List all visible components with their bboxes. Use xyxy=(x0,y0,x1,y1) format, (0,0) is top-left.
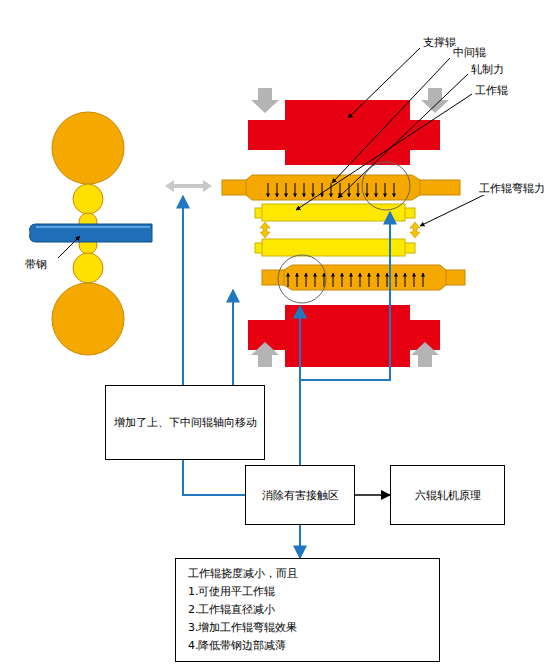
up-arrow xyxy=(251,342,279,367)
pointer-line xyxy=(299,306,301,465)
roll-body xyxy=(285,100,410,165)
down-arrow xyxy=(251,88,279,113)
force-arrow xyxy=(295,183,296,197)
part-label: 工作辊 xyxy=(474,84,509,97)
force-arrow xyxy=(304,183,305,197)
leader-line xyxy=(58,236,80,258)
leader-line xyxy=(338,74,468,198)
up-arrow xyxy=(411,342,439,367)
force-arrow xyxy=(369,273,370,287)
double-arrow xyxy=(410,222,420,238)
bending-force-arrows xyxy=(260,222,420,238)
contact-zone-circle xyxy=(362,162,410,210)
backup-roll-circle xyxy=(52,112,124,184)
connector xyxy=(355,494,390,496)
process-box: 消除有害接触区 xyxy=(245,465,355,525)
force-arrow xyxy=(385,183,386,197)
leader-lines xyxy=(296,48,488,226)
process-box: 六辊轧机原理 xyxy=(390,465,505,525)
strip-highlight xyxy=(36,226,150,228)
force-arrow xyxy=(340,183,341,197)
down-arrow xyxy=(421,88,449,113)
force-arrow xyxy=(376,183,377,197)
backup-roll-circle xyxy=(52,283,124,355)
result-box: 工作辊挠度减小，而且1.可使用平工作辊2.工作辊直径减小3.增加工作辊弯辊效果4… xyxy=(175,558,440,662)
node-text: 工作辊挠度减小，而且 xyxy=(188,565,298,583)
force-arrow xyxy=(313,183,314,197)
force-arrow xyxy=(405,273,406,287)
force-arrow xyxy=(360,273,361,287)
node-text: 消除有害接触区 xyxy=(262,488,339,503)
force-arrow xyxy=(367,183,368,197)
leader-line xyxy=(420,193,488,226)
force-arrow xyxy=(286,183,287,197)
force-arrow xyxy=(358,183,359,197)
roll-body xyxy=(284,265,446,290)
node-text: 六辊轧机原理 xyxy=(415,488,481,503)
connector xyxy=(299,525,301,558)
top-backup-roll xyxy=(248,100,440,165)
force-arrow xyxy=(342,273,343,287)
part-label: 工作辊弯辊力 xyxy=(478,182,546,195)
intermediate-roll-circle xyxy=(73,253,103,283)
node-text: 4.降低带钢边部减薄 xyxy=(188,637,287,655)
top-intermediate-roll xyxy=(222,175,460,200)
force-arrow xyxy=(351,273,352,287)
bottom-intermediate-roll xyxy=(262,265,465,290)
force-arrow xyxy=(297,273,298,287)
roll-body xyxy=(262,204,405,221)
intermediate-roll-circle xyxy=(73,184,103,214)
roll-body xyxy=(246,175,420,200)
process-box: 增加了上、下中间辊轴向移动 xyxy=(105,385,265,460)
double-arrow xyxy=(260,222,270,238)
node-text: 1.可使用平工作辊 xyxy=(188,583,276,601)
pointer-line xyxy=(182,196,184,385)
force-arrow xyxy=(396,273,397,287)
force-arrow xyxy=(378,273,379,287)
part-label: 中间辊 xyxy=(452,46,487,59)
force-arrow xyxy=(306,273,307,287)
force-arrow xyxy=(324,273,325,287)
shift-double-arrow xyxy=(165,180,212,192)
load-arrows xyxy=(251,88,449,367)
force-arrow xyxy=(331,183,332,197)
part-label: 带钢 xyxy=(24,258,48,271)
node-text: 3.增加工作辊弯辊效果 xyxy=(188,619,298,637)
steel-strip xyxy=(30,224,152,242)
pointer-line xyxy=(300,212,390,380)
force-arrow xyxy=(315,273,316,287)
rolling-force-arrows xyxy=(268,183,394,197)
leader-line xyxy=(348,48,420,118)
force-arrow xyxy=(349,183,350,197)
force-arrow xyxy=(387,273,388,287)
roll-body xyxy=(262,239,405,256)
part-label: 轧制力 xyxy=(470,63,505,76)
force-arrow xyxy=(277,183,278,197)
connector xyxy=(183,460,245,495)
roll-body xyxy=(285,305,410,367)
force-arrow xyxy=(268,183,269,197)
bottom-backup-roll xyxy=(248,305,440,367)
force-arrow xyxy=(423,273,424,287)
force-arrow xyxy=(322,183,323,197)
rolling-force-arrows xyxy=(288,273,423,287)
node-text: 增加了上、下中间辊轴向移动 xyxy=(114,415,257,430)
force-arrow xyxy=(394,183,395,197)
force-arrow xyxy=(414,273,415,287)
pointer-line xyxy=(232,290,234,385)
force-arrow xyxy=(333,273,334,287)
force-arrow xyxy=(288,273,289,287)
leader-line xyxy=(296,94,472,210)
contact-zone-circle xyxy=(278,255,326,303)
node-text: 2.工作辊直径减小 xyxy=(188,601,276,619)
